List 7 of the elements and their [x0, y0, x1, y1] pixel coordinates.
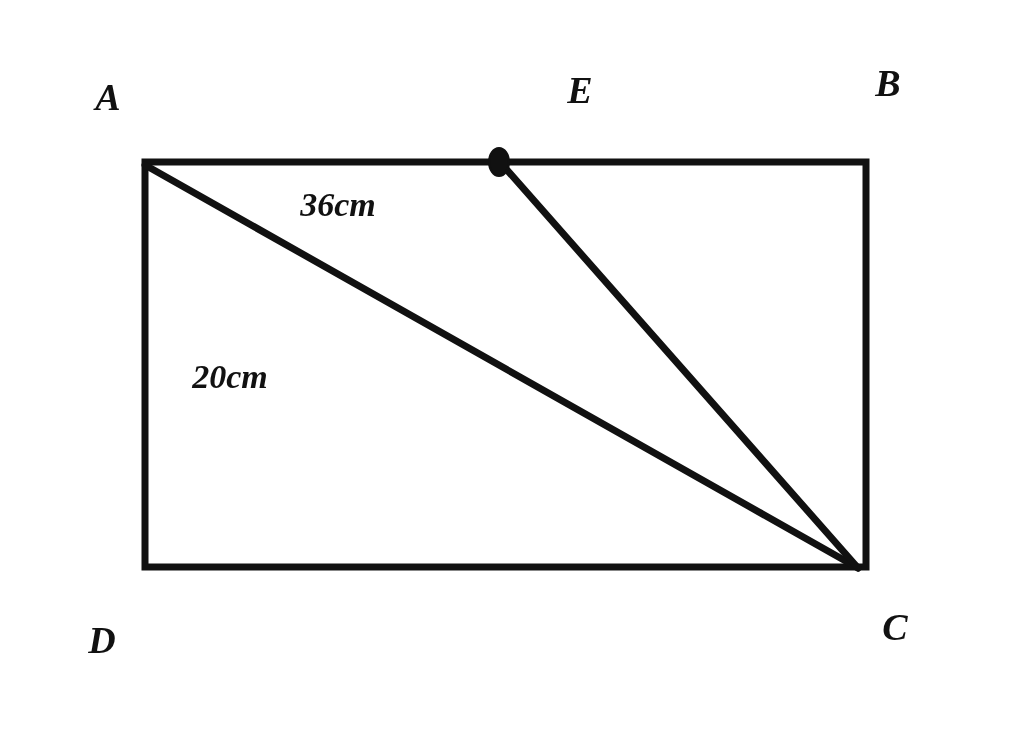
dimension-label: 36cm: [300, 188, 376, 222]
point-label: C: [882, 608, 908, 646]
point-label: D: [88, 621, 116, 659]
point-label: E: [567, 71, 593, 109]
point-label: A: [95, 78, 121, 116]
point-label: B: [875, 64, 901, 102]
dimension-label: 20cm: [192, 360, 268, 394]
